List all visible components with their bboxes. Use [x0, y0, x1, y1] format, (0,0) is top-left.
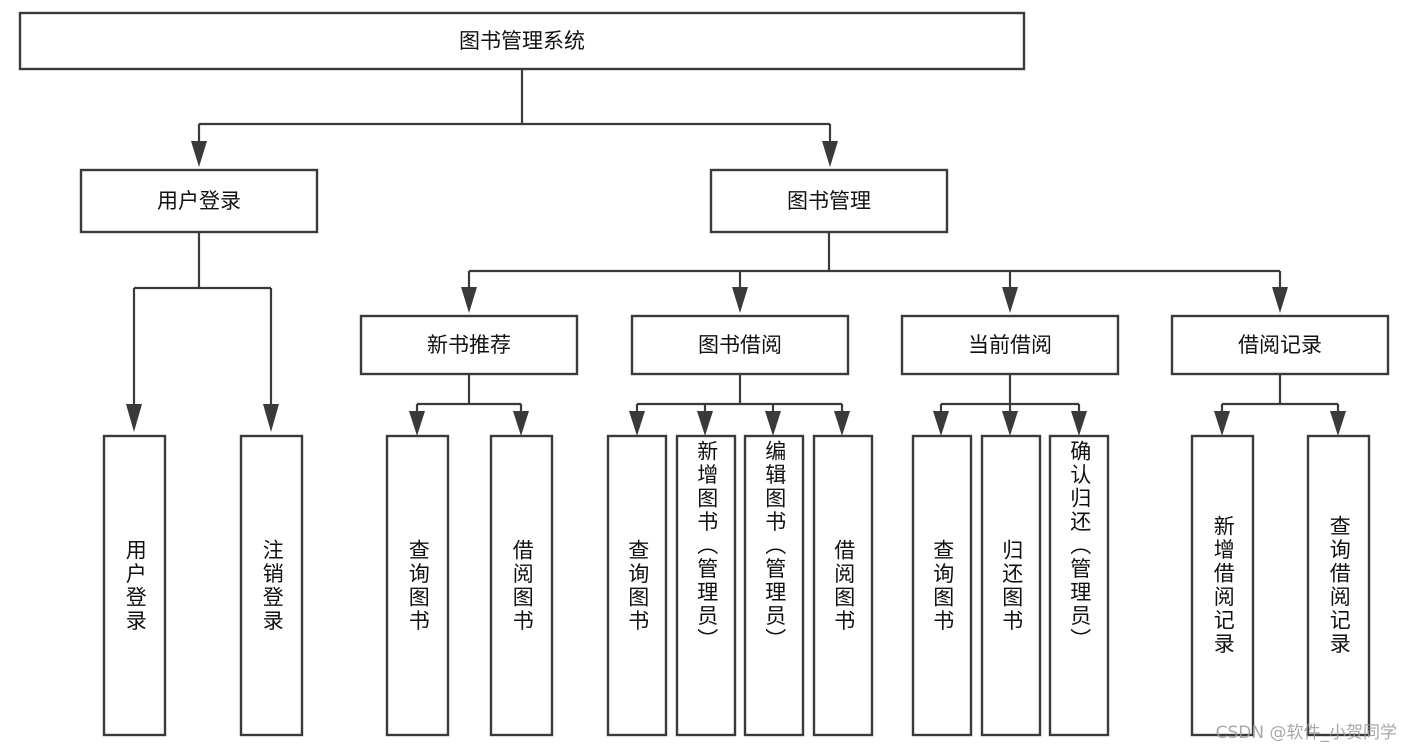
- connector-new-book-recommend-to-leaves: [409, 374, 529, 436]
- leaf-box-user-login-0[interactable]: [102, 434, 167, 737]
- arrow-head-icon: [822, 141, 838, 167]
- node-borrow-record[interactable]: 借阅记录: [1170, 314, 1390, 376]
- node-book-management[interactable]: 图书管理: [709, 168, 949, 234]
- node-current-borrow[interactable]: 当前借阅: [900, 314, 1120, 376]
- node-root-box[interactable]: [18, 11, 1026, 71]
- arrow-head-icon: [1002, 287, 1018, 313]
- leaf-box-new-book-0[interactable]: [385, 434, 450, 737]
- node-user-login-box[interactable]: [79, 168, 319, 234]
- leaf-box-user-login-1[interactable]: [239, 434, 304, 737]
- node-book-borrow[interactable]: 图书借阅: [630, 314, 850, 376]
- arrow-head-icon: [834, 411, 850, 436]
- node-borrow-record-label: 借阅记录: [1238, 333, 1322, 357]
- leaf-box-book-borrow-1[interactable]: [675, 434, 737, 737]
- arrow-head-icon: [765, 411, 781, 436]
- connector-user-login-to-leaves: [126, 232, 279, 432]
- arrow-head-icon: [461, 287, 477, 313]
- leaf-box-book-borrow-0[interactable]: [606, 434, 668, 737]
- node-user-login-label: 用户登录: [157, 189, 241, 213]
- arrow-head-icon: [933, 411, 949, 436]
- leaf-box-current-borrow-0[interactable]: [911, 434, 973, 737]
- leaf-box-borrow-record-0[interactable]: [1190, 434, 1255, 737]
- node-root-label: 图书管理系统: [459, 29, 585, 53]
- connector-root-to-level2: [191, 69, 838, 167]
- arrow-head-icon: [126, 404, 142, 432]
- arrow-head-icon: [191, 141, 207, 167]
- leaf-box-borrow-record-1[interactable]: [1306, 434, 1371, 737]
- node-book-management-label: 图书管理: [787, 189, 871, 213]
- leaf-box-current-borrow-2[interactable]: [1048, 434, 1110, 737]
- leaf-box-book-borrow-2[interactable]: [743, 434, 805, 737]
- connector-current-borrow-to-leaves: [933, 374, 1087, 436]
- node-book-borrow-label: 图书借阅: [698, 333, 782, 357]
- arrow-head-icon: [697, 411, 713, 436]
- node-user-login[interactable]: 用户登录: [79, 168, 319, 234]
- node-current-borrow-box[interactable]: [900, 314, 1120, 376]
- node-root[interactable]: 图书管理系统: [18, 11, 1026, 71]
- leaf-box-book-borrow-3[interactable]: [812, 434, 874, 737]
- node-current-borrow-label: 当前借阅: [968, 333, 1052, 357]
- arrow-head-icon: [1071, 411, 1087, 436]
- arrow-head-icon: [263, 404, 279, 432]
- node-new-book-recommend[interactable]: 新书推荐: [359, 314, 579, 376]
- arrow-head-icon: [513, 411, 529, 436]
- arrow-head-icon: [409, 411, 425, 436]
- arrow-head-icon: [1214, 411, 1230, 436]
- arrow-head-icon: [1330, 411, 1346, 436]
- connector-book-management-to-level3: [461, 232, 1288, 313]
- node-new-book-recommend-box[interactable]: [359, 314, 579, 376]
- arrow-head-icon: [1272, 287, 1288, 313]
- leaf-box-new-book-1[interactable]: [489, 434, 554, 737]
- connector-borrow-record-to-leaves: [1214, 374, 1346, 436]
- arrow-head-icon: [1002, 411, 1018, 436]
- leaf-box-current-borrow-1[interactable]: [980, 434, 1042, 737]
- connector-book-borrow-to-leaves: [629, 374, 850, 436]
- arrow-head-icon: [629, 411, 645, 436]
- node-new-book-recommend-label: 新书推荐: [427, 333, 511, 357]
- arrow-head-icon: [732, 287, 748, 313]
